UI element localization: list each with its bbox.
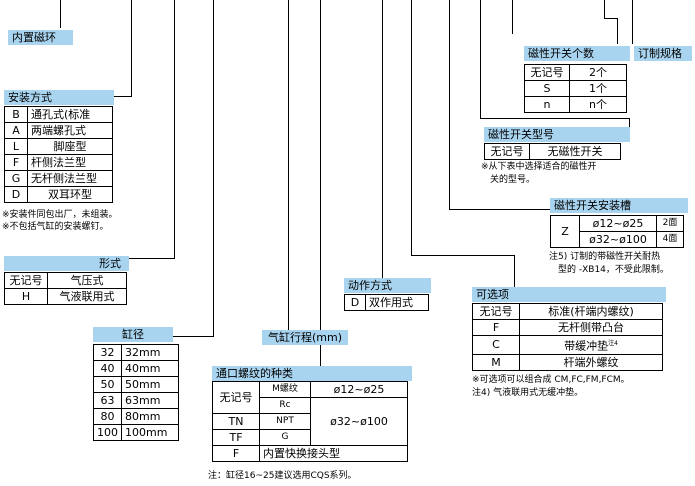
connector-line [411,255,515,256]
table-row: 无记号标准(杆端内螺纹) [472,303,663,320]
connector-line [629,118,630,128]
mounting-note: ※安装件同包出厂，未组装。 [2,210,118,220]
connector-line [320,0,321,366]
switch-groove-note: 型的 -XB14，不受此限制。 [549,265,669,275]
connector-line [131,0,132,96]
connector-line [60,0,61,28]
table-row: F 内置快换接头型 [212,445,408,462]
options-note: ※可选项可以组合成 CM,FC,FM,FCM。 [472,375,630,385]
switch-count-header: 磁性开关个数 [524,46,630,61]
connector-line [604,0,605,18]
connector-line [617,18,618,44]
connector-line [632,0,633,44]
connector-line [604,18,617,19]
table-row: 无记号气压式 [4,272,127,289]
bore-header: 缸径 [93,327,173,342]
switch-type-note: ※从下表中选择适合的磁性开 [481,162,597,172]
table-row: ø32~ø100 4面 [551,231,684,248]
table-row: 无记号无磁性开关 [484,143,621,160]
table-row: 无记号 M螺纹 ø12~ø25 [212,381,408,414]
connector-line [288,0,289,330]
connector-line [480,118,630,119]
mounting-note: ※不包括气缸的安装螺钉。 [2,222,109,232]
connector-line [512,0,513,34]
table-row: TN NPT [212,413,408,430]
options-note: 注4) 气液联用式无缓冲垫。 [472,388,584,398]
switch-type-note: 关的型号。 [481,175,536,185]
connector-line [213,0,214,336]
switch-groove-header: 磁性开关安装槽 [550,198,688,213]
table-row: Rc ø32~ø100 [213,397,408,446]
connector-line [449,0,450,209]
form-header: 形式 [4,256,129,271]
stroke-header: 气缸行程(mm) [262,330,348,345]
connector-line [480,0,481,118]
port-thread-table: 无记号 M螺纹 ø12~ø25 Rc ø32~ø100 TN NPT TF G … [212,381,408,462]
connector-line [514,255,515,287]
mounting-header: 安装方式 [4,90,114,105]
switch-groove-table: Z ø12~ø25 2面 ø32~ø100 4面 [550,215,684,248]
custom-spec-label: 订制规格 [634,46,692,61]
options-header: 可选项 [472,287,666,302]
connector-line [449,209,649,210]
port-thread-header: 通口螺纹的种类 [212,366,412,381]
switch-type-table: 无记号无磁性开关 [484,143,621,160]
connector-line [100,258,175,259]
connector-line [411,0,412,255]
port-thread-note: 注：缸径16~25建议选用CQS系列。 [208,471,357,481]
connector-line [174,0,175,258]
switch-type-header: 磁性开关型号 [484,127,630,142]
switch-groove-note: 注5) 订制的带磁性开关耐热 [549,252,661,262]
built-in-magnet-label: 内置磁环 [8,30,73,45]
connector-line [382,0,383,279]
table-row: Z ø12~ø25 2面 [550,215,684,248]
action-header: 动作方式 [344,278,431,293]
